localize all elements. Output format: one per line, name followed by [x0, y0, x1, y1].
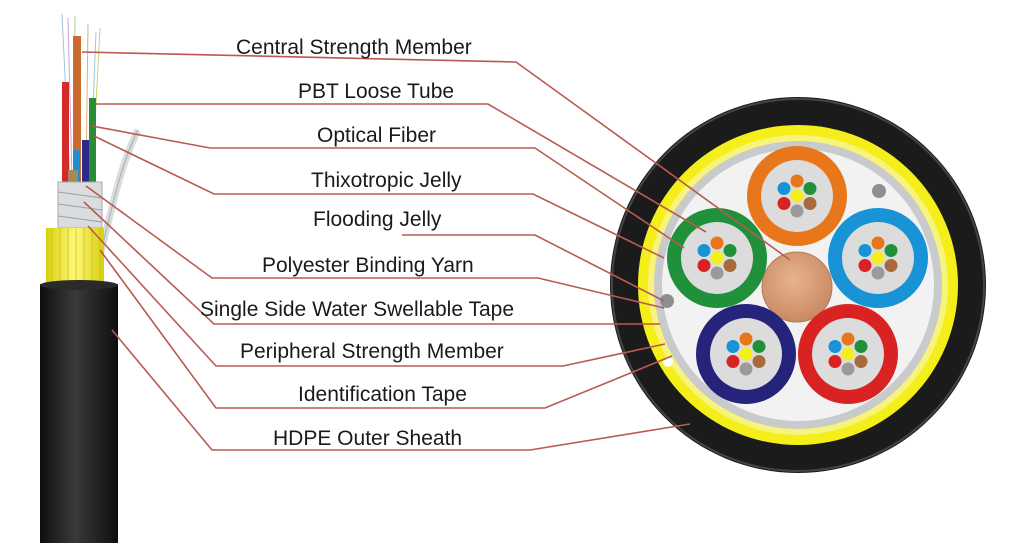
optical-fiber	[710, 236, 724, 250]
loose-tube-red	[62, 82, 69, 212]
loose-tube-navy	[82, 140, 89, 200]
optical-fiber	[726, 355, 740, 368]
leader-flooding-jelly	[402, 234, 665, 302]
optical-fiber-bundles	[697, 174, 898, 376]
optical-fiber	[726, 340, 740, 353]
loose-tube-orange	[73, 36, 81, 186]
label-thixotropic-jelly: Thixotropic Jelly	[311, 169, 462, 192]
optical-fiber	[790, 174, 804, 188]
optical-fiber	[697, 259, 711, 272]
peripheral-strength-member-dot	[872, 184, 886, 198]
optical-fiber	[803, 197, 817, 210]
optical-fiber	[777, 182, 791, 195]
label-water-swellable-tape: Single Side Water Swellable Tape	[200, 298, 514, 321]
leader-central-strength-member	[81, 51, 791, 261]
optical-fiber	[752, 340, 766, 353]
optical-fiber	[723, 259, 737, 272]
leader-hdpe-outer-sheath	[111, 329, 691, 451]
label-peripheral-strength-member: Peripheral Strength Member	[240, 340, 504, 363]
optical-fiber	[777, 197, 791, 210]
optical-fiber	[710, 266, 724, 280]
optical-fiber	[871, 266, 885, 280]
leader-identification-tape	[99, 249, 673, 409]
peripheral-strength-member-dot	[660, 294, 674, 308]
label-pbt-loose-tube: PBT Loose Tube	[298, 80, 454, 103]
optical-fiber	[858, 259, 872, 272]
label-polyester-binding-yarn: Polyester Binding Yarn	[262, 254, 474, 277]
loose-tube-green	[89, 98, 96, 198]
optical-fiber	[790, 189, 804, 203]
optical-fiber	[854, 355, 868, 368]
leader-polyester-binding-yarn	[85, 185, 665, 309]
leader-optical-fiber	[91, 125, 685, 249]
optical-fiber	[710, 251, 724, 265]
optical-fiber	[739, 347, 753, 361]
labels: Central Strength Member PBT Loose Tube O…	[200, 36, 514, 450]
optical-fiber	[739, 332, 753, 346]
optical-fiber	[723, 244, 737, 257]
label-optical-fiber: Optical Fiber	[317, 124, 436, 147]
label-identification-tape: Identification Tape	[298, 383, 467, 406]
optical-fiber	[884, 259, 898, 272]
optical-fiber	[854, 340, 868, 353]
optical-fiber	[871, 236, 885, 250]
leader-peripheral-strength-member	[87, 225, 666, 367]
label-hdpe-outer-sheath: HDPE Outer Sheath	[273, 427, 462, 450]
label-flooding-jelly: Flooding Jelly	[313, 208, 442, 231]
optical-fiber	[752, 355, 766, 368]
optical-fiber	[841, 347, 855, 361]
optical-fiber	[871, 251, 885, 265]
optical-fiber	[828, 340, 842, 353]
optical-fiber	[803, 182, 817, 195]
optical-fiber	[858, 244, 872, 257]
optical-fiber	[828, 355, 842, 368]
outer-sheath-side	[40, 284, 118, 543]
cable-side-view	[40, 13, 142, 543]
leader-pbt-loose-tube	[96, 103, 707, 233]
optical-fiber	[841, 332, 855, 346]
leader-thixotropic-jelly	[93, 135, 665, 259]
optical-fiber	[739, 362, 753, 376]
cable-cross-section	[610, 97, 986, 473]
central-strength-member	[761, 251, 833, 323]
label-central-strength-member: Central Strength Member	[236, 36, 472, 59]
leader-water-swellable-tape	[83, 201, 660, 325]
peripheral-strength-yarn	[46, 228, 104, 288]
optical-fiber	[884, 244, 898, 257]
optical-fiber	[697, 244, 711, 257]
leader-lines	[81, 51, 791, 451]
optical-fiber	[841, 362, 855, 376]
optical-fiber	[790, 204, 804, 218]
